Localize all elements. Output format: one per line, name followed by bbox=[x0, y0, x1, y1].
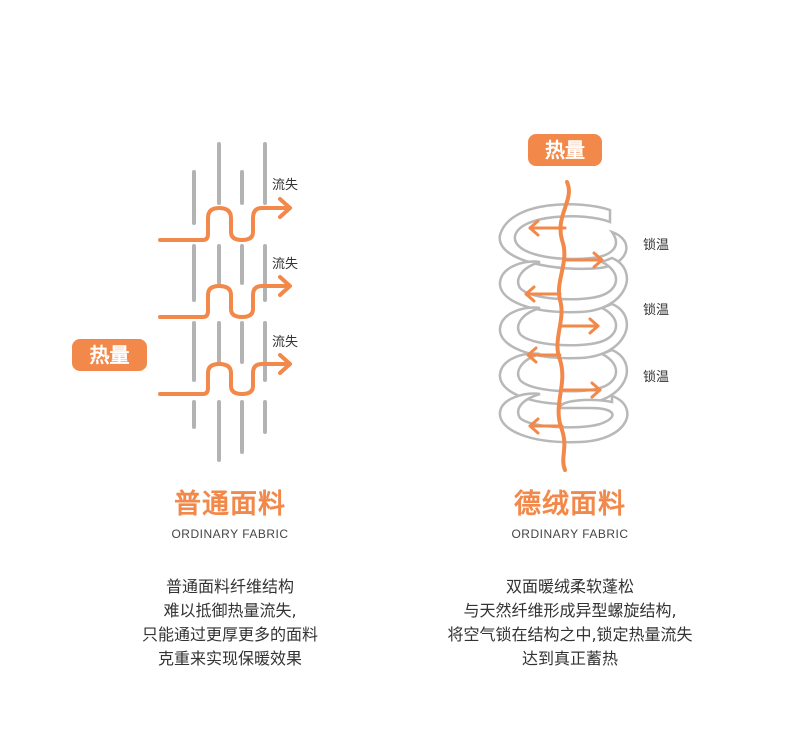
spiral-coil bbox=[498, 302, 629, 360]
dewool-fabric-description: 双面暖绒柔软蓬松 与天然纤维形成异型螺旋结构, 将空气锁在结构之中,锁定热量流失… bbox=[400, 575, 740, 671]
fiber-lines bbox=[192, 142, 267, 462]
ordinary-fabric-subtitle: ORDINARY FABRIC bbox=[171, 527, 289, 541]
arrow-head bbox=[526, 346, 538, 364]
lock-label: 锁温 bbox=[643, 238, 670, 253]
desc-line: 与天然纤维形成异型螺旋结构, bbox=[463, 601, 677, 620]
spiral-coil bbox=[498, 392, 629, 444]
heat-flow-arrows bbox=[158, 197, 292, 396]
heat-flow-arrow-2 bbox=[158, 284, 290, 319]
dewool-fabric-subtitle: ORDINARY FABRIC bbox=[511, 527, 629, 541]
arrow-head bbox=[528, 417, 540, 435]
desc-line: 达到真正蓄热 bbox=[521, 649, 618, 668]
arrow-head bbox=[590, 381, 602, 399]
arrow-head bbox=[588, 317, 600, 335]
arrow-head bbox=[278, 353, 292, 375]
desc-line: 只能通过更厚更多的面料 bbox=[141, 625, 318, 644]
arrow-head bbox=[528, 219, 540, 237]
heat-flow-arrow-3 bbox=[158, 362, 290, 396]
arrow-head bbox=[278, 197, 292, 219]
desc-line: 难以抵御热量流失, bbox=[163, 601, 297, 620]
ordinary-fabric-title: 普通面料 bbox=[174, 489, 286, 520]
heat-flow-arrow-1 bbox=[158, 206, 290, 242]
lock-label: 锁温 bbox=[643, 303, 670, 318]
dewool-fabric-title: 德绒面料 bbox=[514, 489, 626, 520]
spiral-coil bbox=[498, 203, 628, 271]
loss-label: 流失 bbox=[272, 335, 299, 350]
arrow-head bbox=[592, 251, 604, 269]
desc-line: 克重来实现保暖效果 bbox=[157, 649, 302, 668]
lock-arrows bbox=[524, 219, 604, 435]
loss-label: 流失 bbox=[272, 178, 299, 193]
desc-line: 将空气锁在结构之中,锁定热量流失 bbox=[447, 625, 693, 644]
heat-badge-left: 热量 bbox=[72, 339, 147, 371]
desc-line: 普通面料纤维结构 bbox=[165, 577, 294, 596]
arrow-head bbox=[524, 285, 536, 303]
lock-label: 锁温 bbox=[643, 370, 670, 385]
loss-label: 流失 bbox=[272, 257, 299, 272]
arrow-head bbox=[278, 275, 292, 297]
desc-line: 双面暖绒柔软蓬松 bbox=[505, 577, 634, 596]
heat-badge-right: 热量 bbox=[528, 134, 602, 166]
ordinary-fabric-description: 普通面料纤维结构 难以抵御热量流失, 只能通过更厚更多的面料 克重来实现保暖效果 bbox=[80, 575, 380, 671]
spiral-diagram bbox=[498, 180, 629, 472]
